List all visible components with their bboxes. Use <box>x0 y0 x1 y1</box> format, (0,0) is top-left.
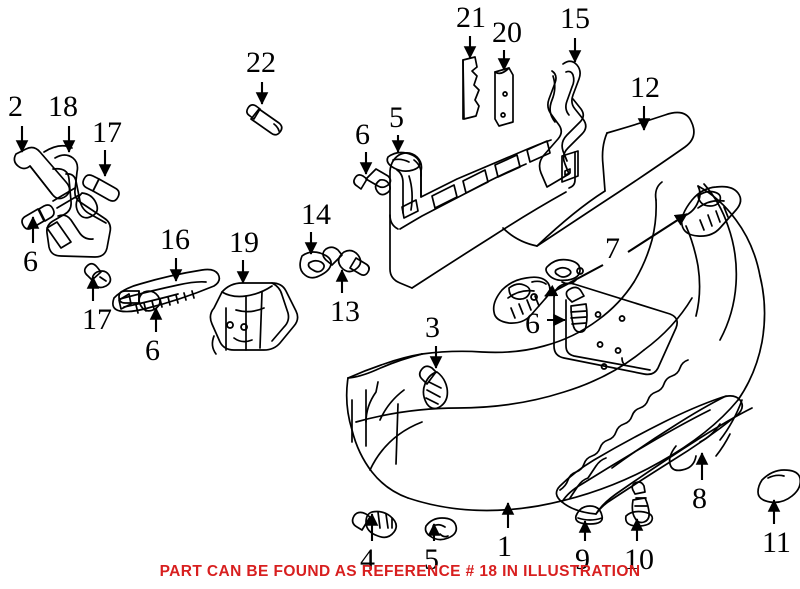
part-19-bracket-corner-block <box>209 282 299 355</box>
callout-number-21: 21 <box>456 1 486 34</box>
callout-number-20: 20 <box>492 16 522 49</box>
part-17a-bolt-short <box>82 174 120 202</box>
callout-number-5: 5 <box>389 101 404 134</box>
callout-number-3: 3 <box>425 311 440 344</box>
impact-bar-center <box>389 139 567 289</box>
callout-number-12: 12 <box>630 71 660 104</box>
reference-note: PART CAN BE FOUND AS REFERENCE # 18 IN I… <box>159 563 641 580</box>
part-6b-bolt <box>353 168 392 196</box>
part-7b-bracket-lower <box>492 276 551 324</box>
callout-number-15: 15 <box>560 2 590 35</box>
callout-number-16: 16 <box>160 223 190 256</box>
callout-arrow-7 <box>544 264 604 297</box>
callout-number-8: 8 <box>692 482 707 515</box>
part-15-bracket-energy-absorber <box>538 60 587 188</box>
callout-number-13: 13 <box>330 295 360 328</box>
part-22-pin-dowel <box>246 104 283 136</box>
callout-number-1: 1 <box>497 530 512 563</box>
callout-number-9: 9 <box>575 543 590 576</box>
callout-number-19: 19 <box>229 226 259 259</box>
part-16-reinforcement-strip <box>112 268 221 314</box>
callout-number-6: 6 <box>525 307 540 340</box>
callout-arrow-7 <box>627 213 688 253</box>
callout-number-17: 17 <box>82 303 112 336</box>
callout-number-7: 7 <box>605 232 620 265</box>
callout-number-14: 14 <box>301 198 331 231</box>
callout-number-17: 17 <box>92 116 122 149</box>
part-8-lower-valance-trim <box>555 359 753 515</box>
callout-number-6: 6 <box>145 334 160 367</box>
part-3-screw-upper <box>418 365 449 410</box>
part-14-nut-clip <box>299 251 332 279</box>
part-2-bracket-upper-left <box>13 144 73 200</box>
callout-number-6: 6 <box>355 118 370 151</box>
part-4-screw-lower-left <box>351 510 398 539</box>
callout-arrows <box>15 36 781 541</box>
part-1-bumper-cover <box>345 181 766 512</box>
part-13-stud-bolt <box>322 246 370 276</box>
part-12-impact-bar-absorber <box>502 111 695 247</box>
callout-number-18: 18 <box>48 90 78 123</box>
callout-number-22: 22 <box>246 46 276 79</box>
callout-number-10: 10 <box>624 543 654 576</box>
part-18-bracket-mount-arm <box>46 154 112 258</box>
part-9-cap-plug <box>574 505 604 525</box>
part-17b-bolt-short <box>83 262 112 289</box>
callout-number-11: 11 <box>762 526 791 559</box>
part-5b-clip-retainer <box>424 517 458 541</box>
part-21-plate-shim-notched <box>462 56 480 120</box>
callout-number-6: 6 <box>23 245 38 278</box>
callout-number-5: 5 <box>424 543 439 576</box>
part-11-tow-hook-cover <box>757 469 800 504</box>
part-20-plate-shim-rect <box>494 67 514 127</box>
callout-number-4: 4 <box>360 543 375 576</box>
part-6d-bolt <box>565 286 588 333</box>
part-5a-clip-retainer <box>386 151 421 172</box>
callout-number-2: 2 <box>8 90 23 123</box>
